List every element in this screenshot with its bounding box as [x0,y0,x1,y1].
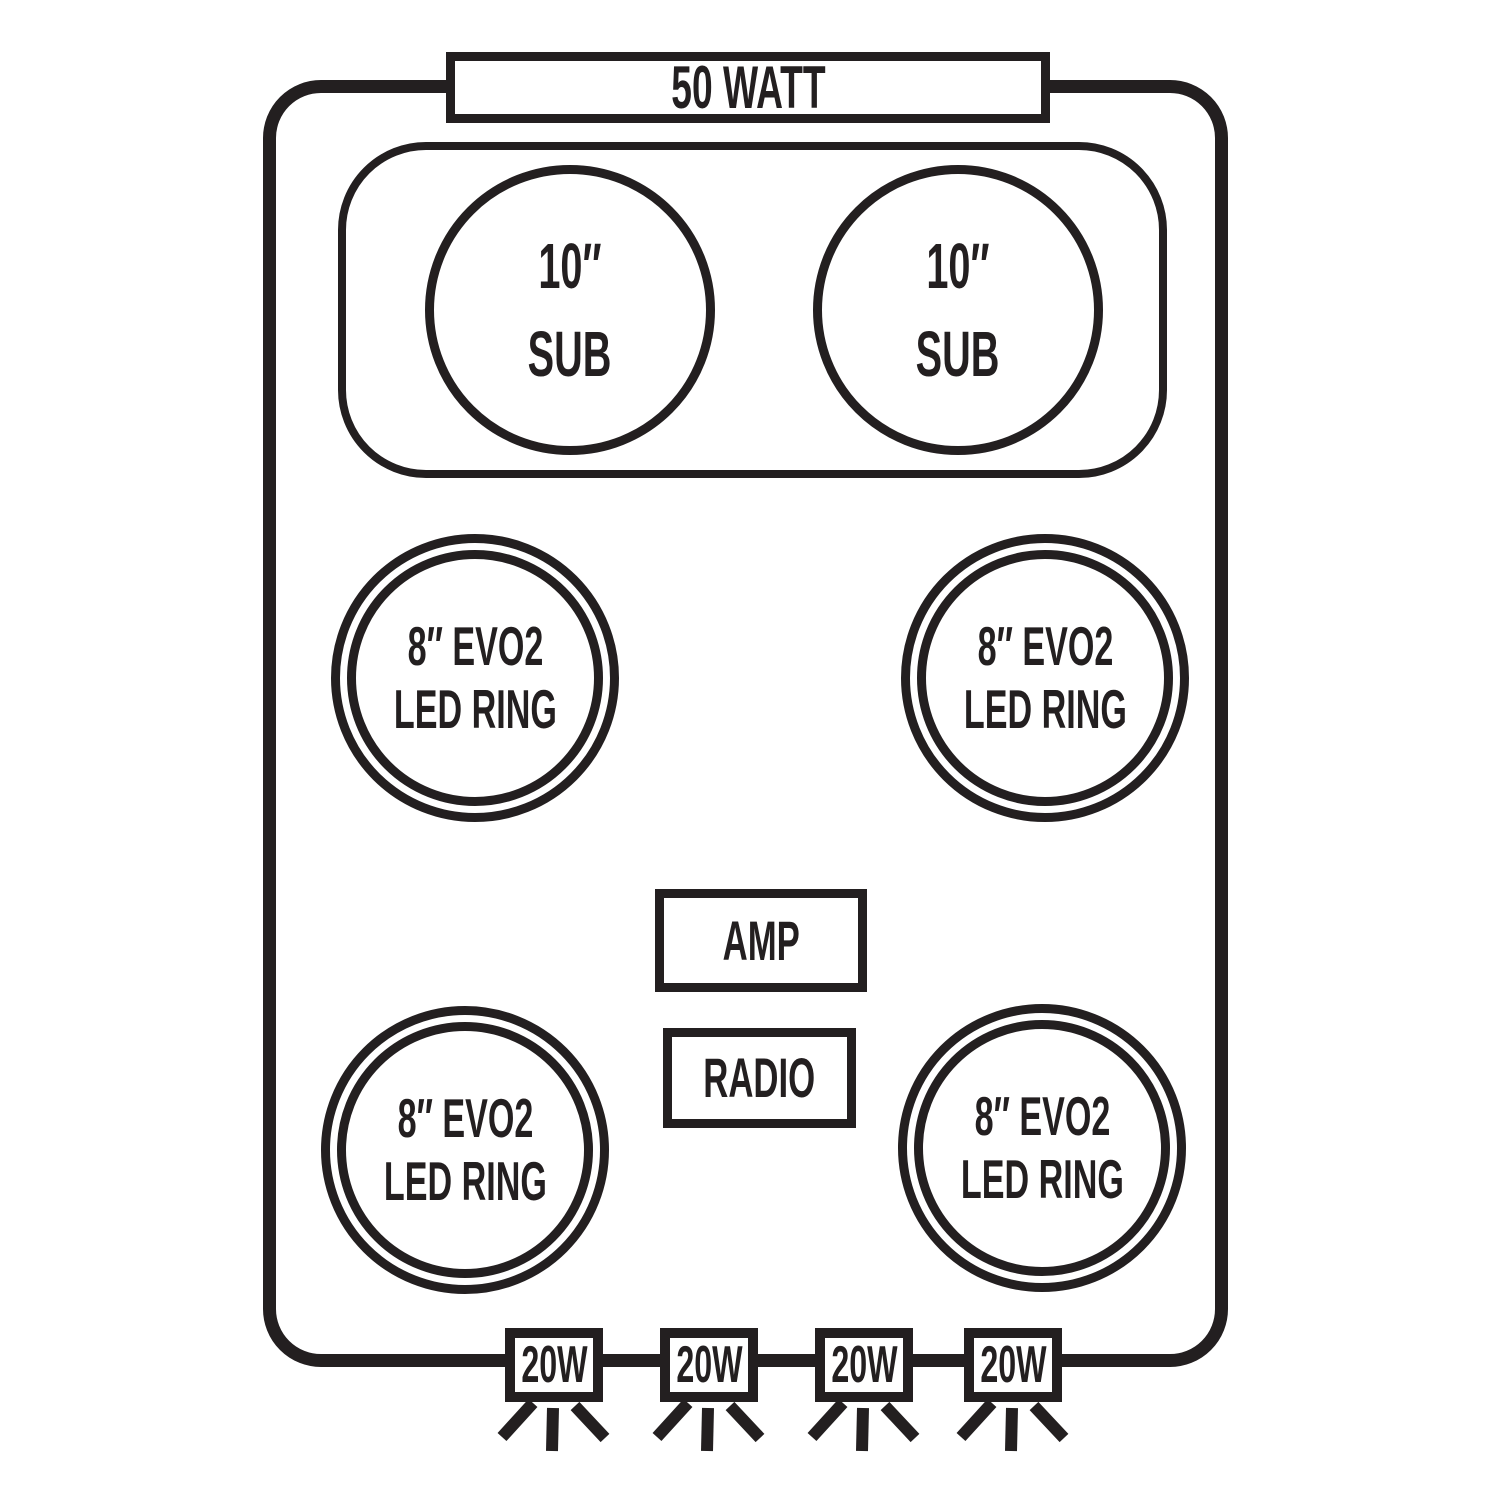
light-box: 20W [505,1328,603,1402]
light-rays-icon [497,1401,610,1452]
led-ring-inner-circle [347,550,603,806]
led-speaker-type-label: LED RING [960,1148,1124,1210]
led-speaker-label: 8″ EVO2 LED RING [340,543,610,813]
radio-box: RADIO [663,1028,856,1128]
radio-label: RADIO [703,1046,816,1109]
led-speaker-type-label: LED RING [963,678,1127,740]
light-wattage-label: 20W [979,1336,1047,1394]
subwoofer-right: 10″ SUB [813,165,1103,455]
led-speaker-mid-left: 8″ EVO2 LED RING [331,534,619,822]
led-speaker-type-label: LED RING [393,678,557,740]
light-rays-icon [652,1401,765,1452]
led-speaker-type-label: LED RING [383,1150,547,1212]
light-box: 20W [815,1328,913,1402]
light-rays-icon [956,1401,1069,1452]
led-speaker-label: 8″ EVO2 LED RING [330,1015,600,1285]
light-box: 20W [964,1328,1062,1402]
led-ring-inner-circle [917,550,1173,806]
light-wattage-label: 20W [520,1336,588,1394]
led-ring-inner-circle [914,1020,1170,1276]
power-bar-label: 50 WATT [670,53,826,121]
subwoofer-size-label: 10″ [926,230,990,302]
light-20w-4: 20W [956,1328,1069,1452]
light-20w-3: 20W [807,1328,920,1452]
amp-box: AMP [655,889,867,992]
led-speaker-size-label: 8″ EVO2 [977,615,1113,677]
light-20w-2: 20W [652,1328,765,1452]
power-bar-50-watt: 50 WATT [446,52,1050,123]
led-speaker-size-label: 8″ EVO2 [397,1087,533,1149]
subwoofer-left: 10″ SUB [425,165,715,455]
led-speaker-size-label: 8″ EVO2 [407,615,543,677]
light-rays-icon [807,1401,920,1452]
subwoofer-size-label: 10″ [538,230,602,302]
led-ring-inner-circle [337,1022,593,1278]
light-20w-1: 20W [497,1328,610,1452]
subwoofer-type-label: SUB [916,318,1000,390]
light-wattage-label: 20W [830,1336,898,1394]
led-speaker-size-label: 8″ EVO2 [974,1085,1110,1147]
led-speaker-bottom-left: 8″ EVO2 LED RING [321,1006,609,1294]
light-box: 20W [660,1328,758,1402]
led-speaker-mid-right: 8″ EVO2 LED RING [901,534,1189,822]
led-speaker-label: 8″ EVO2 LED RING [907,1013,1177,1283]
light-wattage-label: 20W [675,1336,743,1394]
subwoofer-type-label: SUB [528,318,612,390]
led-speaker-bottom-right: 8″ EVO2 LED RING [898,1004,1186,1292]
subwoofer-enclosure-outline [338,142,1167,478]
led-speaker-label: 8″ EVO2 LED RING [910,543,1180,813]
amp-label: AMP [722,908,800,972]
